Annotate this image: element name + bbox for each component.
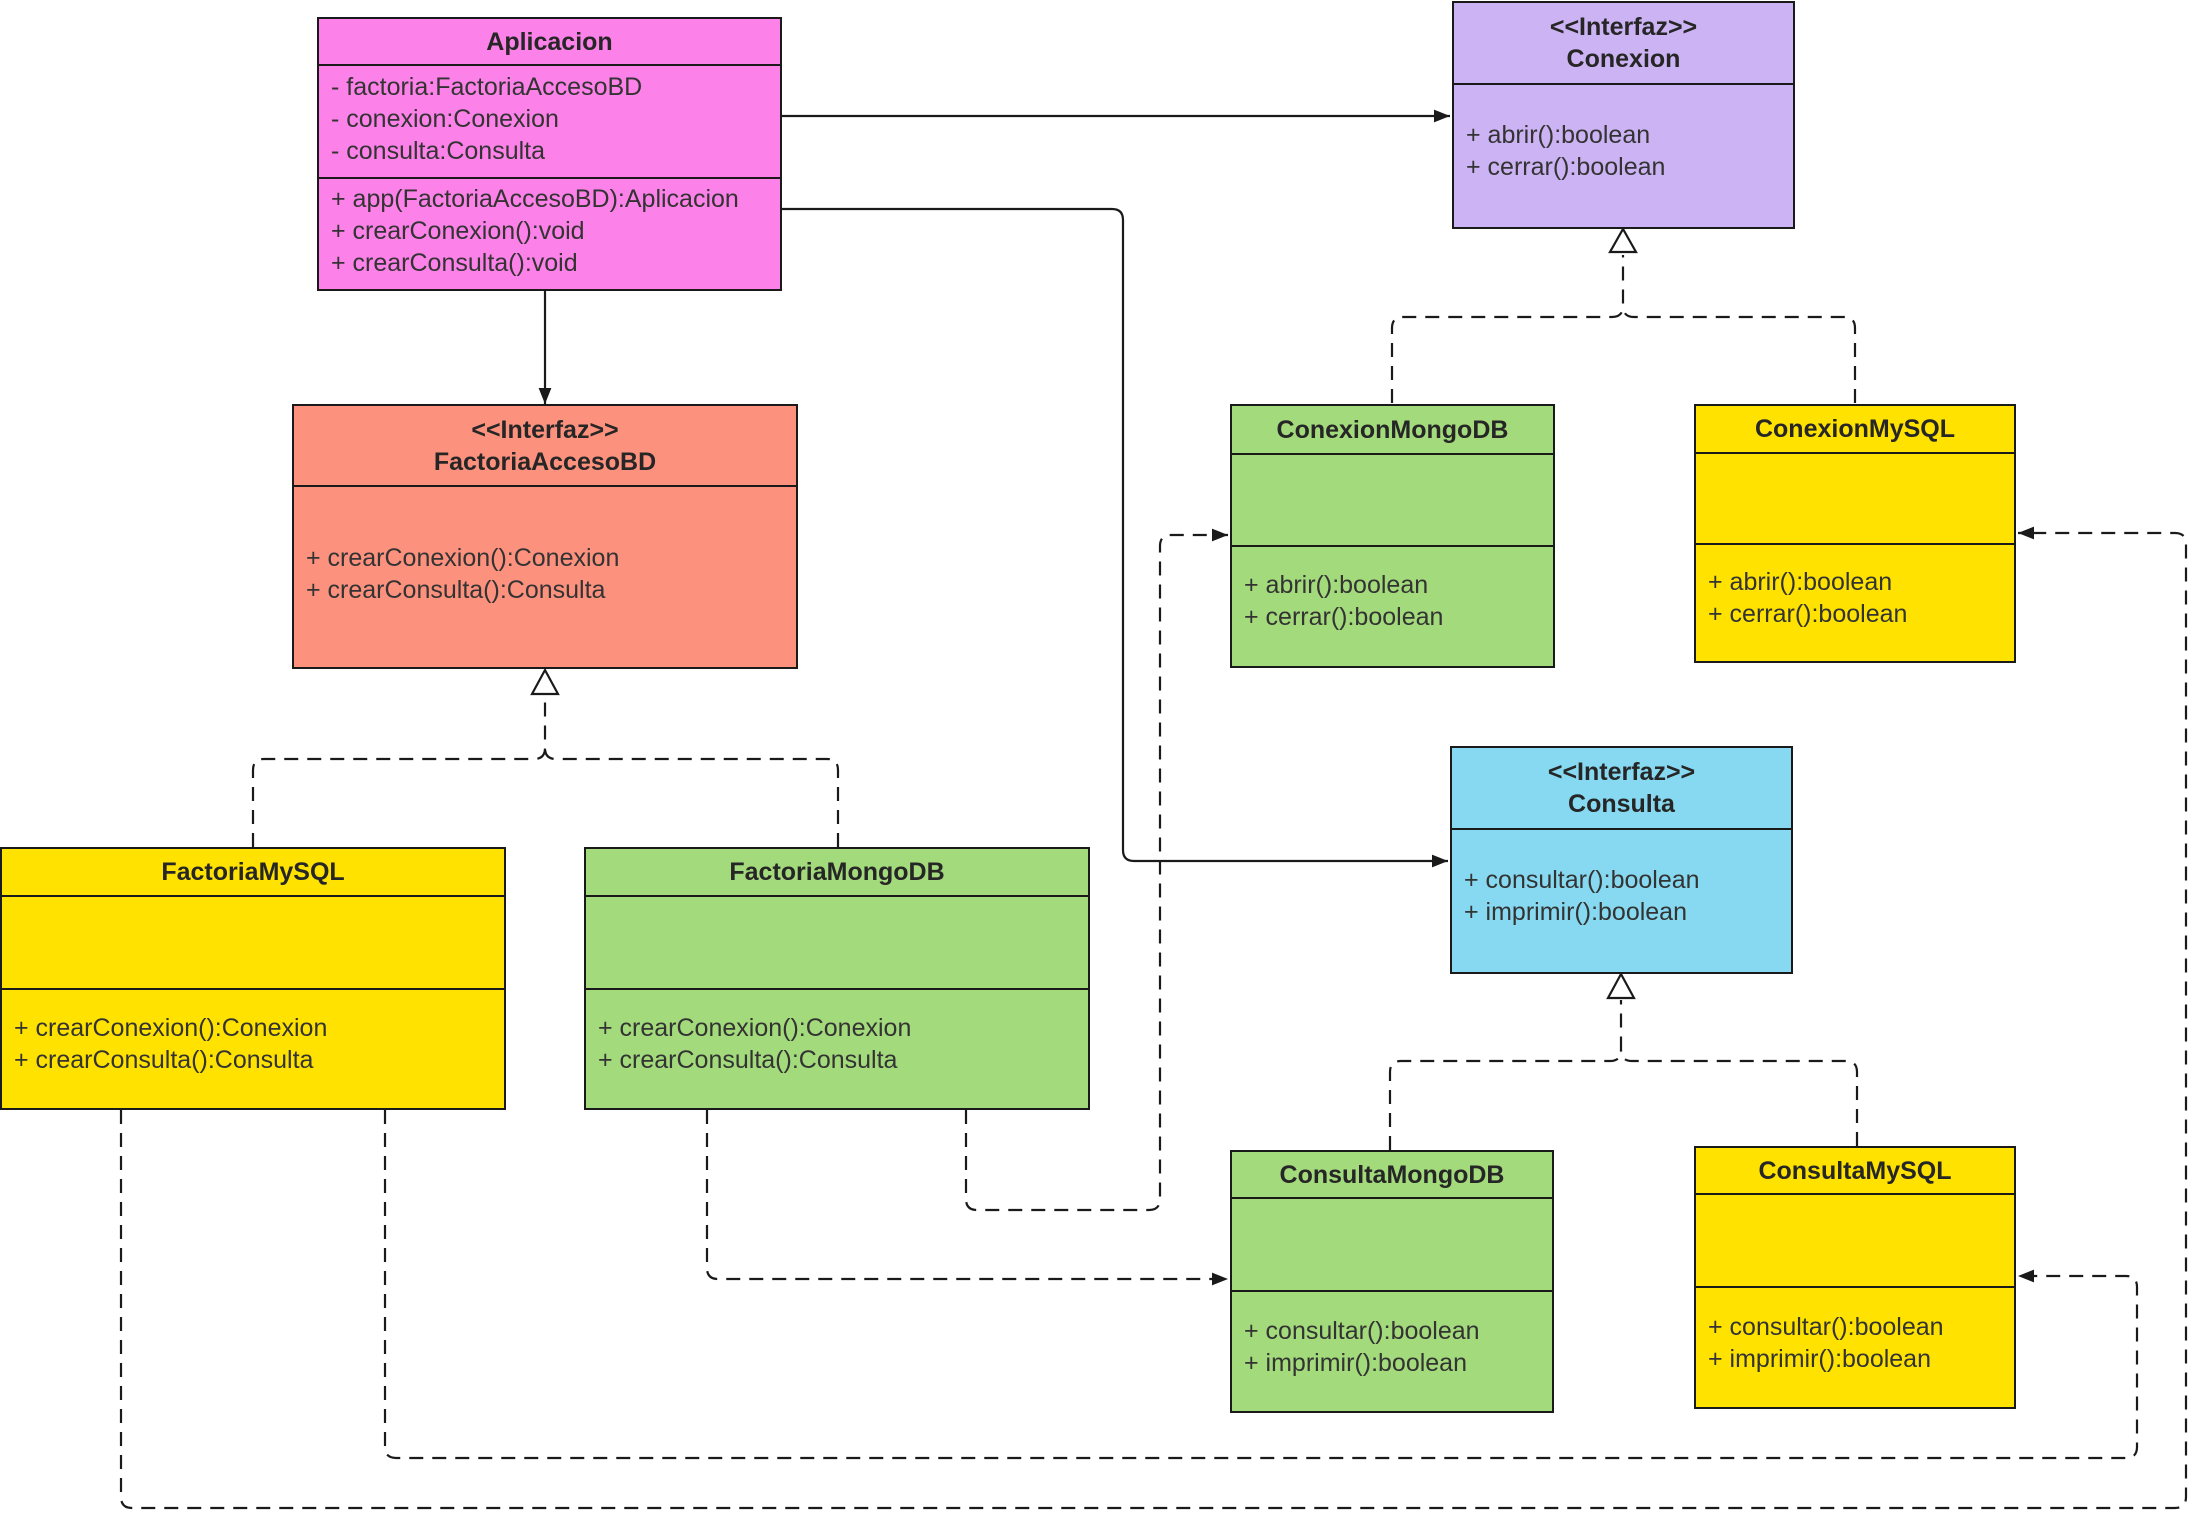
method: + cerrar():boolean <box>1466 153 1666 181</box>
method: + imprimir():boolean <box>1708 1345 1931 1373</box>
method: + consultar():boolean <box>1244 1317 1480 1345</box>
class-factoria-acceso-bd[interactable]: <<Interfaz>> FactoriaAccesoBD + crearCon… <box>292 404 798 669</box>
class-consulta-mysql-header: ConsultaMySQL <box>1696 1148 2014 1195</box>
class-aplicacion-methods: + app(FactoriaAccesoBD):Aplicacion + cre… <box>319 177 780 279</box>
class-conexion-mysql[interactable]: ConexionMySQL + abrir():boolean + cerrar… <box>1694 404 2016 663</box>
class-conexion-header: <<Interfaz>> Conexion <box>1454 3 1793 85</box>
method: + abrir():boolean <box>1244 571 1429 599</box>
realization-factoria-head <box>530 667 560 696</box>
class-conexion-mongodb[interactable]: ConexionMongoDB + abrir():boolean + cerr… <box>1230 404 1555 668</box>
class-conexion-name: Conexion <box>1566 45 1681 73</box>
class-aplicacion-attributes: - factoria:FactoriaAccesoBD - conexion:C… <box>319 66 780 167</box>
method: + crearConexion():void <box>331 217 585 245</box>
class-conexion-mysql-name: ConexionMySQL <box>1754 415 1955 443</box>
realization-conexion-head <box>1608 226 1638 254</box>
class-consulta-mysql-name: ConsultaMySQL <box>1758 1156 1952 1185</box>
dep-factoriamongo-conexionmongo <box>964 528 1228 1212</box>
attribute: - conexion:Conexion <box>331 105 559 133</box>
class-conexion-mongodb-header: ConexionMongoDB <box>1232 406 1553 455</box>
class-consulta[interactable]: <<Interfaz>> Consulta + consultar():bool… <box>1450 746 1793 974</box>
method: + crearConsulta():Consulta <box>306 576 606 604</box>
stereotype: <<Interfaz>> <box>1549 13 1698 41</box>
class-consulta-name: Consulta <box>1568 790 1675 818</box>
class-aplicacion[interactable]: Aplicacion - factoria:FactoriaAccesoBD -… <box>317 17 782 291</box>
class-factoria-mysql-header: FactoriaMySQL <box>2 849 504 897</box>
class-factoria-methods: + crearConexion():Conexion + crearConsul… <box>294 542 796 606</box>
realization-consulta-head <box>1606 971 1636 1000</box>
method: + crearConexion():Conexion <box>306 544 620 572</box>
method: + imprimir():boolean <box>1464 898 1687 926</box>
realization-factoria <box>251 697 840 847</box>
stereotype: <<Interfaz>> <box>1547 758 1696 786</box>
realization-conexion <box>1390 255 1857 403</box>
method: + crearConexion():Conexion <box>14 1014 328 1042</box>
class-factoria-mongodb-methods: + crearConexion():Conexion + crearConsul… <box>586 988 1088 1076</box>
method: + abrir():boolean <box>1708 568 1893 596</box>
class-conexion-mongodb-methods: + abrir():boolean + cerrar():boolean <box>1232 545 1553 633</box>
dep-factoriamysql-conexionmysql <box>119 526 2188 1510</box>
class-factoria-mysql-name: FactoriaMySQL <box>161 858 345 886</box>
method: + abrir():boolean <box>1466 121 1651 149</box>
class-conexion-mysql-methods: + abrir():boolean + cerrar():boolean <box>1696 543 2014 630</box>
class-aplicacion-name: Aplicacion <box>486 27 613 56</box>
method: + cerrar():boolean <box>1708 600 1908 628</box>
method: + imprimir():boolean <box>1244 1349 1467 1377</box>
class-factoria-name: FactoriaAccesoBD <box>433 447 657 476</box>
class-factoria-header: <<Interfaz>> FactoriaAccesoBD <box>294 406 796 487</box>
class-consulta-methods: + consultar():boolean + imprimir():boole… <box>1452 864 1791 928</box>
method: + crearConsulta():void <box>331 249 578 277</box>
attribute: - consulta:Consulta <box>331 137 546 165</box>
class-conexion-methods: + abrir():boolean + cerrar():boolean <box>1454 119 1793 183</box>
method: + crearConsulta():Consulta <box>598 1046 898 1074</box>
dep-factoriamysql-consultamysql <box>383 1110 2139 1460</box>
dep-factoriamongo-consultamongo <box>705 1110 1228 1286</box>
method: + cerrar():boolean <box>1244 603 1444 631</box>
class-consulta-mongodb-name: ConsultaMongoDB <box>1279 1160 1505 1189</box>
stereotype: <<Interfaz>> <box>471 415 619 444</box>
class-conexion-mongodb-name: ConexionMongoDB <box>1276 415 1509 444</box>
class-consulta-mongodb-methods: + consultar():boolean + imprimir():boole… <box>1232 1290 1552 1379</box>
method: + crearConsulta():Consulta <box>14 1046 314 1074</box>
class-aplicacion-header: Aplicacion <box>319 19 780 66</box>
class-factoria-mongodb[interactable]: FactoriaMongoDB + crearConexion():Conexi… <box>584 847 1090 1110</box>
class-factoria-mysql-methods: + crearConexion():Conexion + crearConsul… <box>2 988 504 1076</box>
method: + consultar():boolean <box>1708 1313 1944 1341</box>
class-factoria-mongodb-header: FactoriaMongoDB <box>586 849 1088 897</box>
method: + consultar():boolean <box>1464 866 1700 894</box>
method: + crearConexion():Conexion <box>598 1014 912 1042</box>
class-factoria-mongodb-name: FactoriaMongoDB <box>729 858 945 886</box>
class-factoria-mysql[interactable]: FactoriaMySQL + crearConexion():Conexion… <box>0 847 506 1110</box>
class-conexion-mysql-header: ConexionMySQL <box>1696 406 2014 454</box>
attribute: - factoria:FactoriaAccesoBD <box>331 73 643 101</box>
class-consulta-mongodb-header: ConsultaMongoDB <box>1232 1152 1552 1199</box>
class-conexion[interactable]: <<Interfaz>> Conexion + abrir():boolean … <box>1452 1 1795 229</box>
class-consulta-mysql[interactable]: ConsultaMySQL + consultar():boolean + im… <box>1694 1146 2016 1409</box>
assoc-aplicacion-consulta <box>782 207 1448 868</box>
class-consulta-mysql-methods: + consultar():boolean + imprimir():boole… <box>1696 1286 2014 1375</box>
method: + app(FactoriaAccesoBD):Aplicacion <box>331 185 739 213</box>
realization-consulta <box>1388 1000 1859 1150</box>
class-consulta-header: <<Interfaz>> Consulta <box>1452 748 1791 830</box>
class-consulta-mongodb[interactable]: ConsultaMongoDB + consultar():boolean + … <box>1230 1150 1554 1413</box>
